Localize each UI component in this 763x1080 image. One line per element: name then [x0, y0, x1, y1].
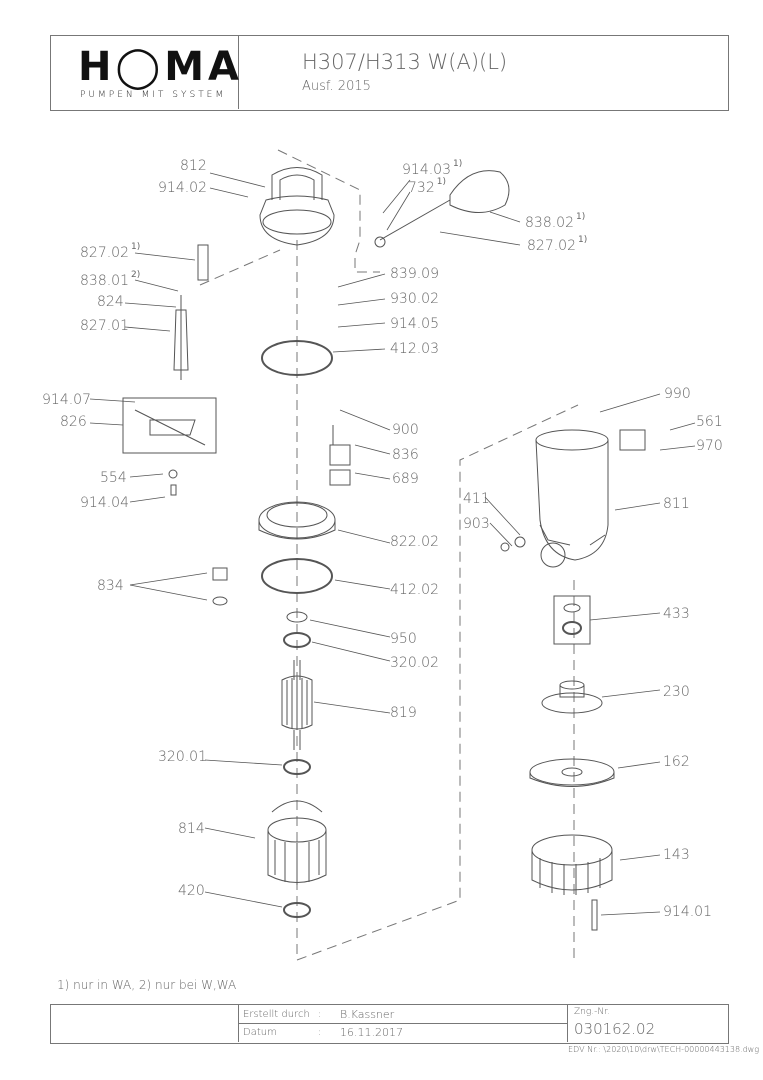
cable-assembly-824 — [173, 295, 189, 380]
mechanical-seal-433 — [553, 595, 591, 645]
part-label-162: 162 — [663, 754, 690, 770]
part-label-812: 812 — [180, 158, 207, 174]
created-sep: : — [318, 1009, 322, 1020]
bearing-320-01 — [283, 759, 311, 775]
part-label-914-04: 914.04 — [80, 495, 129, 511]
part-label-834: 834 — [97, 578, 124, 594]
part-label-903: 903 — [463, 516, 490, 532]
part-label-230: 230 — [663, 684, 690, 700]
washer-554 — [168, 469, 178, 479]
part-label-689: 689 — [392, 471, 419, 487]
part-label-827-02-left: 827.02 — [80, 245, 129, 261]
part-label-819: 819 — [390, 705, 417, 721]
part-label-914-07: 914.07 — [42, 392, 91, 408]
part-label-732: 732 — [408, 180, 435, 196]
header-divider — [238, 35, 239, 109]
suction-cover-162 — [529, 758, 615, 787]
part-label-827-02-right: 827.02 — [527, 238, 576, 254]
part-footnote-mark-838-01: 2) — [131, 270, 140, 280]
float-switch-838-02 — [374, 170, 510, 248]
screw-914-01 — [591, 899, 598, 931]
part-footnote-mark-914-03: 1) — [453, 159, 462, 169]
part-label-914-03: 914.03 — [402, 162, 451, 178]
edv-number: EDV Nr.: \2020\10\drw\TECH-00000443138.d… — [568, 1045, 760, 1054]
drawing-label: Zng.-Nr. — [574, 1007, 610, 1017]
bearing-320-02 — [283, 632, 311, 648]
part-label-824: 824 — [97, 294, 124, 310]
part-label-930-02: 930.02 — [390, 291, 439, 307]
part-label-561: 561 — [696, 414, 723, 430]
part-label-433: 433 — [663, 606, 690, 622]
part-label-320-02: 320.02 — [390, 655, 439, 671]
part-label-411: 411 — [463, 491, 490, 507]
date-label: Datum — [243, 1027, 277, 1038]
part-label-554: 554 — [100, 470, 127, 486]
part-label-914-05: 914.05 — [390, 316, 439, 332]
part-label-900: 900 — [392, 422, 419, 438]
bearing-420 — [283, 902, 311, 918]
bearing-cover-822-02 — [258, 501, 336, 540]
part-label-814: 814 — [178, 821, 205, 837]
screw-914-04 — [170, 484, 177, 496]
page-subtitle: Ausf. 2015 — [302, 79, 371, 94]
strainer-143 — [531, 834, 613, 895]
drawing-number: 030162.02 — [574, 1020, 656, 1038]
assembly-line-head — [277, 149, 380, 273]
plug-903 — [500, 542, 510, 552]
created-label: Erstellt durch — [243, 1009, 310, 1020]
part-label-914-02: 914.02 — [158, 180, 207, 196]
stator-814 — [267, 800, 327, 885]
part-label-143: 143 — [663, 847, 690, 863]
motor-housing-811 — [535, 429, 609, 568]
page-title: H307/H313 W(A)(L) — [302, 50, 508, 74]
part-label-412-02: 412.02 — [390, 582, 439, 598]
homa-logo: H◯MA — [78, 44, 244, 90]
logo-subtitle: PUMPEN MIT SYSTEM — [80, 90, 227, 100]
part-label-811: 811 — [663, 496, 690, 512]
part-label-990: 990 — [664, 386, 691, 402]
part-footnote-mark-732: 1) — [437, 177, 446, 187]
footnote: 1) nur in WA, 2) nur bei W,WA — [57, 978, 237, 992]
part-label-822-02: 822.02 — [390, 534, 439, 550]
footer-divider-2 — [567, 1004, 568, 1042]
seal-ring-411 — [514, 536, 526, 548]
rotor-819 — [281, 660, 313, 750]
part-label-914-01: 914.01 — [663, 904, 712, 920]
header-frame — [50, 35, 729, 111]
part-footnote-mark-827-02-right: 1) — [578, 235, 587, 245]
part-label-320-01: 320.01 — [158, 749, 207, 765]
part-footnote-mark-838-02: 1) — [576, 212, 585, 222]
part-834 — [212, 567, 228, 606]
o-ring-412-02 — [261, 558, 333, 594]
motor-cover-812 — [259, 167, 335, 246]
washer-950 — [286, 611, 308, 623]
created-value: B.Kassner — [340, 1008, 395, 1021]
date-sep: : — [318, 1027, 322, 1038]
terminal-parts-836 — [329, 425, 351, 486]
date-value: 16.11.2017 — [340, 1026, 403, 1039]
footer-frame — [50, 1004, 729, 1044]
part-label-836: 836 — [392, 447, 419, 463]
cable-gland-827-02 — [197, 244, 209, 281]
part-label-970: 970 — [696, 438, 723, 454]
part-label-838-02: 838.02 — [525, 215, 574, 231]
part-label-826: 826 — [60, 414, 87, 430]
part-label-420: 420 — [178, 883, 205, 899]
assembly-line-left — [199, 249, 281, 286]
part-footnote-mark-827-02-left: 1) — [131, 242, 140, 252]
o-ring-412-03 — [261, 340, 333, 376]
part-label-950: 950 — [390, 631, 417, 647]
impeller-230 — [541, 680, 603, 714]
terminal-board-826 — [122, 397, 217, 454]
part-label-412-03: 412.03 — [390, 341, 439, 357]
assembly-line-main — [296, 404, 579, 961]
part-label-827-01: 827.01 — [80, 318, 129, 334]
footer-divider-h — [238, 1023, 567, 1024]
part-label-839-09: 839.09 — [390, 266, 439, 282]
part-label-838-01: 838.01 — [80, 273, 129, 289]
plate-970 — [619, 429, 646, 451]
